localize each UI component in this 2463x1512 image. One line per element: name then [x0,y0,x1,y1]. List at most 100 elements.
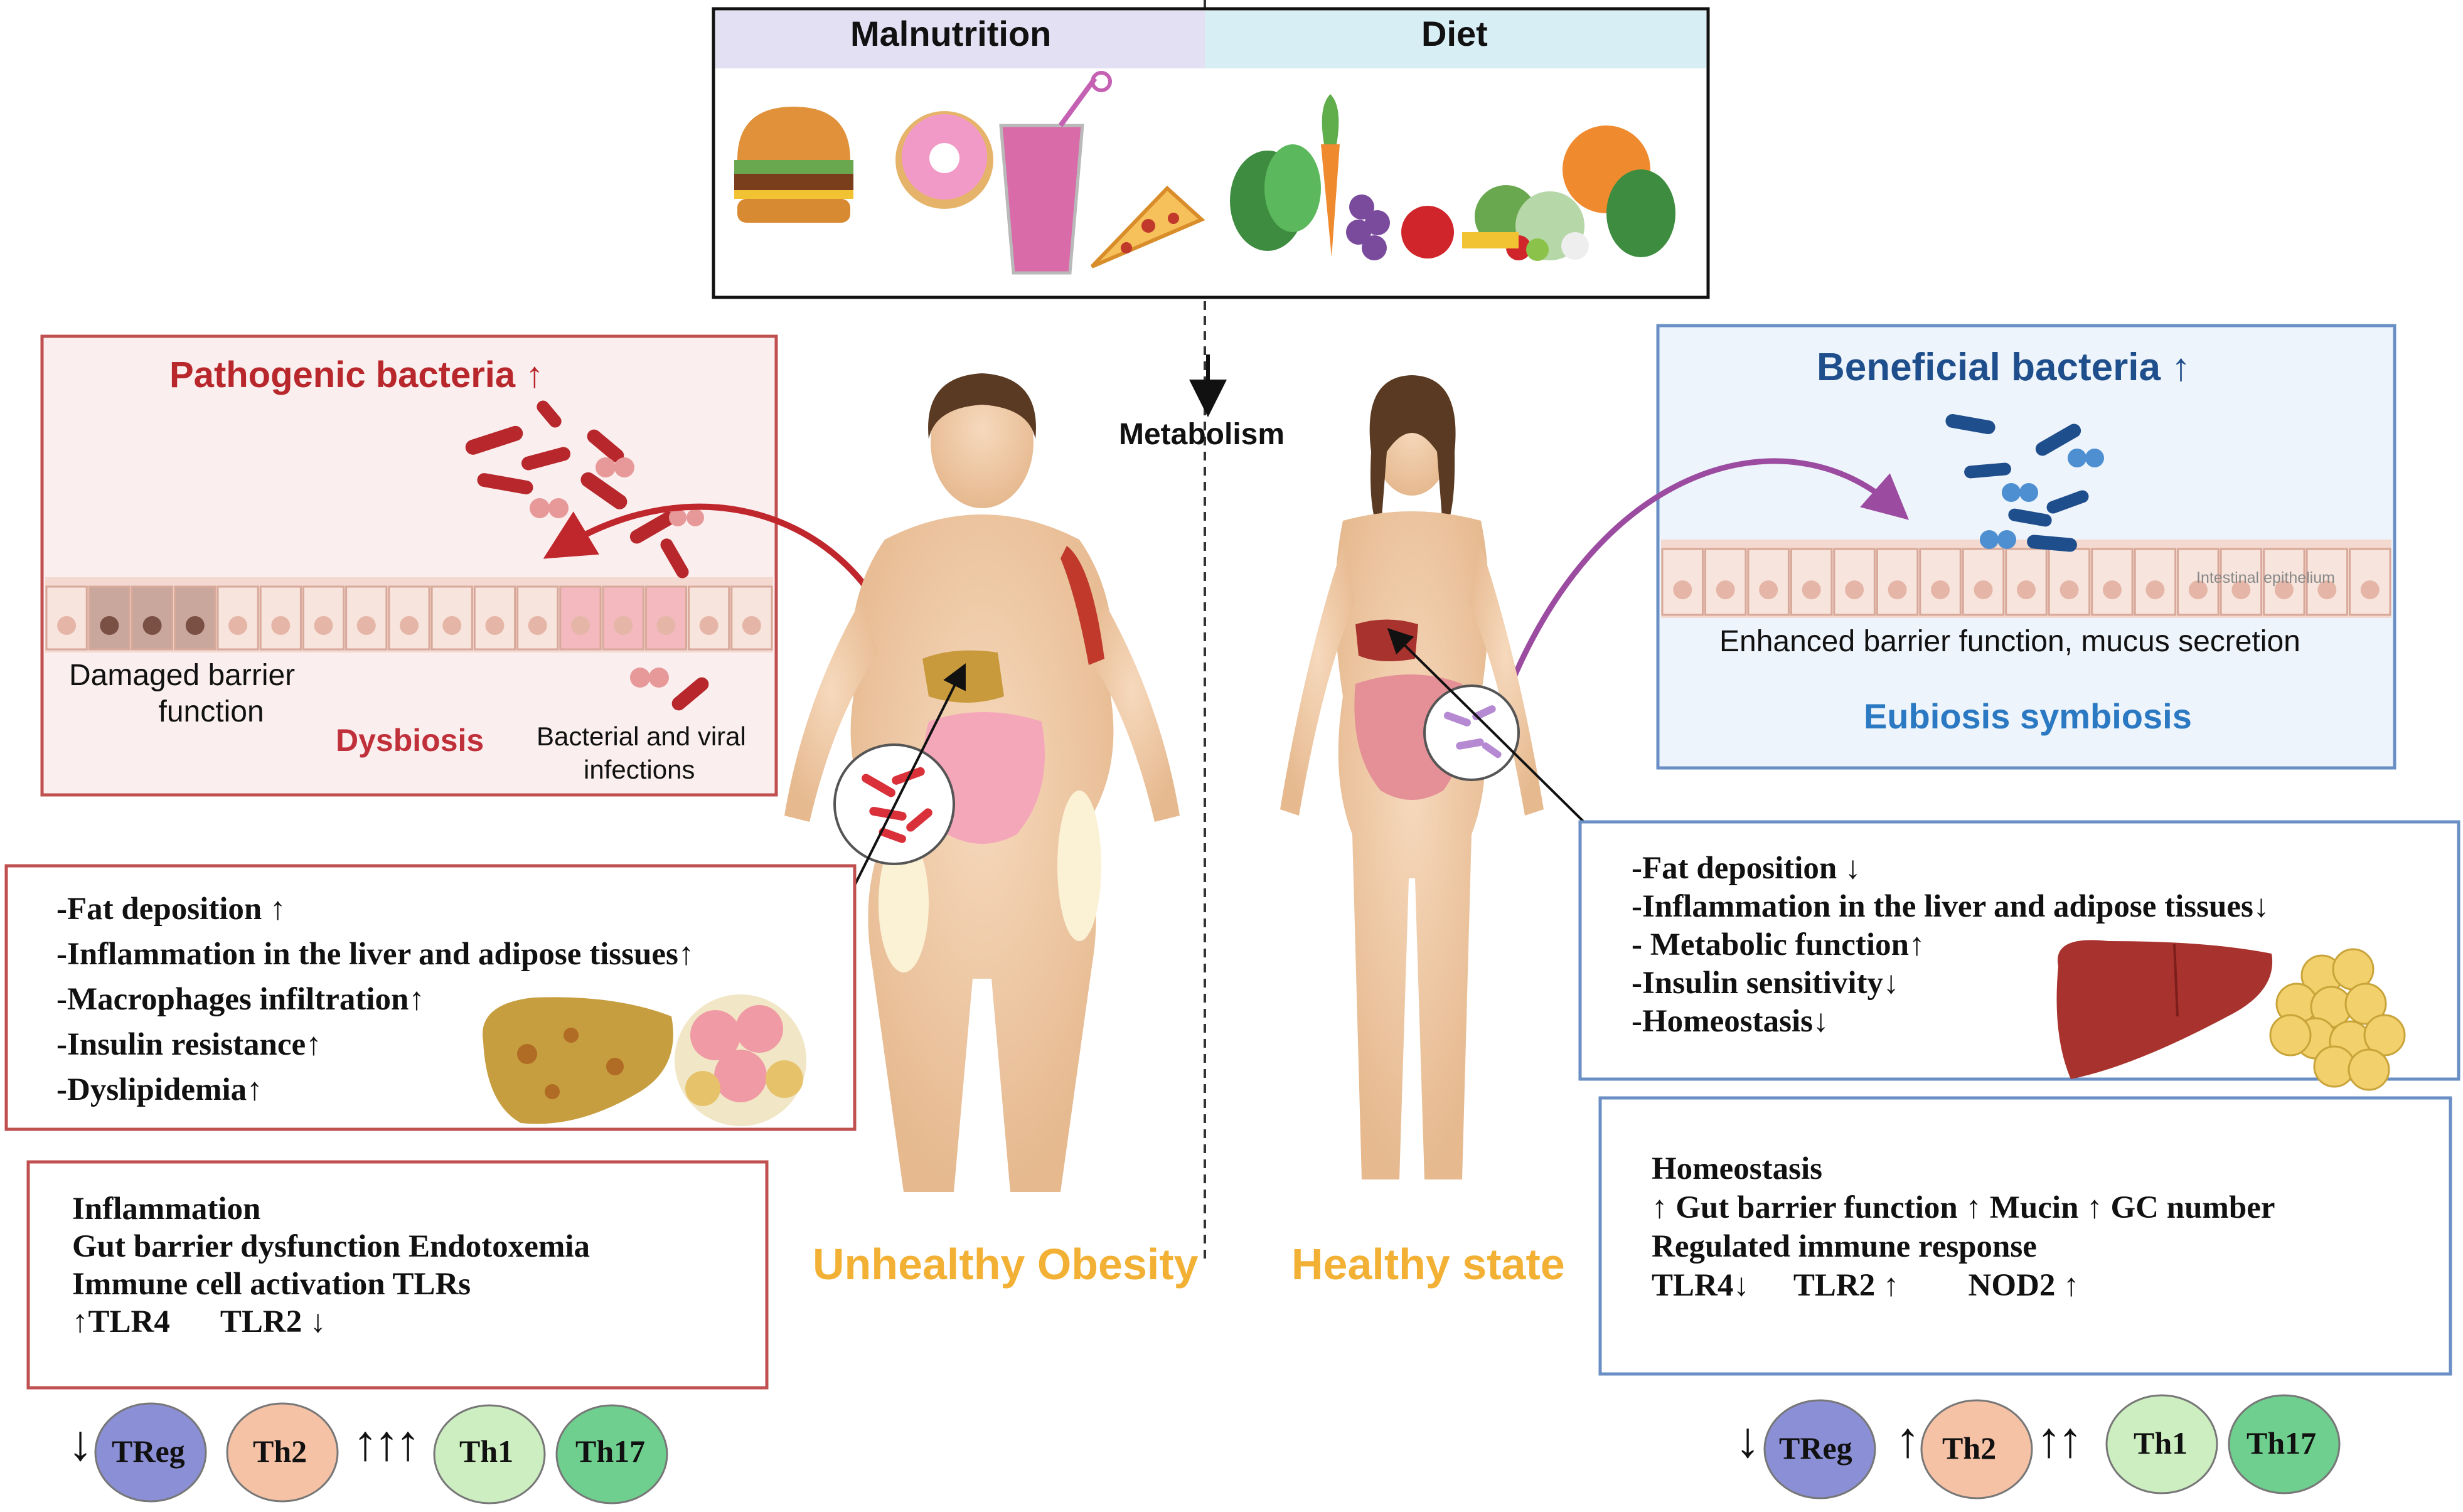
cell-nucleus [2102,580,2122,600]
fatty-liver-icon [483,997,673,1124]
obese-figure [784,373,1180,1192]
cell-nucleus [442,616,462,635]
malnutrition-label: Malnutrition [850,14,1052,53]
cell-nucleus [1673,580,1692,600]
cell-nucleus [2145,580,2165,600]
right-effects-list: -Fat deposition ↓ -Inflammation in the l… [1632,851,2270,1039]
cell-nucleus [656,616,676,635]
adipocyte [2344,982,2387,1025]
cell-nucleus [1716,580,1735,600]
left-cell-arrow-th1: ↑↑↑ [353,1416,420,1471]
smoothie-icon [999,71,1112,275]
barrier-text: Enhanced barrier function, mucus secreti… [1719,625,2300,658]
epithelial-cell [1833,548,1876,616]
right-immune-text: Homeostasis ↑ Gut barrier function ↑ Muc… [1652,1151,2275,1303]
metabolism-label: Metabolism [1119,418,1285,451]
healthy-figure [1280,375,1627,1179]
cell-nucleus [1931,580,1950,600]
cell-nucleus [314,616,333,635]
cell-treg [1763,1399,1876,1499]
pizza-icon [1090,185,1205,269]
left-cell-label-th2: Th2 [253,1434,307,1469]
right-cell-label-treg: TReg [1779,1430,1852,1466]
cell-th17 [555,1404,668,1504]
infections-label: Bacterial and viral infections [537,721,746,784]
left-cells [94,1402,668,1504]
eubiosis-label: Eubiosis symbiosis [1864,696,2192,736]
cell-nucleus [2274,580,2294,600]
epithelial-cell [2005,548,2048,616]
diet-label: Diet [1421,14,1488,53]
epithelial-cell [2134,548,2177,616]
vegetables-icon [1230,94,1675,261]
adipocyte [2269,1014,2312,1057]
right-cell-label-th1: Th1 [2134,1425,2188,1461]
right-cell-label-th2: Th2 [1942,1430,1997,1466]
cell-nucleus [1759,580,1778,600]
cell-nucleus [57,616,77,635]
cell-nucleus [185,616,205,635]
cell-treg [94,1402,207,1503]
left-cell-label-th17: Th17 [575,1434,646,1469]
diet-header-box [712,7,1710,299]
cell-nucleus [2360,580,2380,600]
cell-nucleus [228,616,248,635]
cell-nucleus [570,616,590,635]
epithelial-cell [88,585,131,651]
cell-nucleus [1845,580,1864,600]
cell-nucleus [2188,580,2208,600]
cell-nucleus [2017,580,2036,600]
inflamed-adipose-icon [675,994,806,1126]
cell-th1 [2105,1394,2218,1494]
healthy-liver-icon [2056,940,2273,1079]
left-cell-label-treg: TReg [112,1434,185,1469]
left-cell-label-th1: Th1 [459,1434,514,1469]
left-immune-text: Inflammation Gut barrier dysfunction End… [72,1191,590,1339]
right-immune-box [1598,1096,2452,1376]
cell-nucleus [1802,580,1821,600]
left-cell-arrow-treg: ↓ [68,1416,93,1471]
left-effects-list: -Fat deposition ↑ -Inflammation in the l… [56,892,695,1107]
unhealthy-obesity-label: Unhealthy Obesity [813,1240,1199,1289]
cell-nucleus [100,616,119,635]
cell-nucleus [2231,580,2251,600]
cell-nucleus [742,616,761,635]
pathogenic-bacteria-title: Pathogenic bacteria ↑ [169,354,544,395]
beneficial-bacteria-title: Beneficial bacteria ↑ [1817,346,2191,389]
cell-nucleus [1974,580,1993,600]
healthy-state-label: Healthy state [1291,1240,1565,1289]
beneficial-panel [1503,324,2396,770]
cell-nucleus [1888,580,1907,600]
adipocyte [2348,1048,2390,1091]
cell-nucleus [400,616,419,635]
epithelial-cell [1704,548,1747,616]
cell-nucleus [142,616,162,635]
healthy-adipose-icon [2269,948,2406,1091]
right-cells [1763,1394,2341,1499]
cell-nucleus [2317,580,2337,600]
gut-zoom-circle-right [1423,684,1520,781]
cell-nucleus [614,616,633,635]
left-immune-box [26,1160,769,1390]
damaged-barrier-label: Damaged barrier function [69,659,296,728]
right-cell-label-th17: Th17 [2247,1425,2317,1461]
cell-th2 [1920,1399,2033,1499]
burger-icon [734,107,853,223]
cell-nucleus [485,616,505,635]
epithelial-cell [216,585,259,651]
epithelium-label: Intestinal epithelium [2196,569,2335,587]
cell-nucleus [528,616,547,635]
cell-th2 [226,1402,339,1503]
cell-nucleus [271,616,291,635]
cell-th1 [433,1404,546,1504]
pathogenic-panel [40,334,919,797]
right-cell-arrow-treg: ↓ [1735,1413,1760,1468]
right-cell-arrow-th2: ↑ [1895,1413,1920,1468]
cell-nucleus [356,616,376,635]
donut-icon [895,111,993,209]
right-cell-arrow-th1: ↑↑ [2036,1413,2083,1468]
dysbiosis-label: Dysbiosis [336,723,484,758]
cell-nucleus [2060,580,2079,600]
cell-th17 [2228,1394,2341,1494]
cell-nucleus [699,616,719,635]
